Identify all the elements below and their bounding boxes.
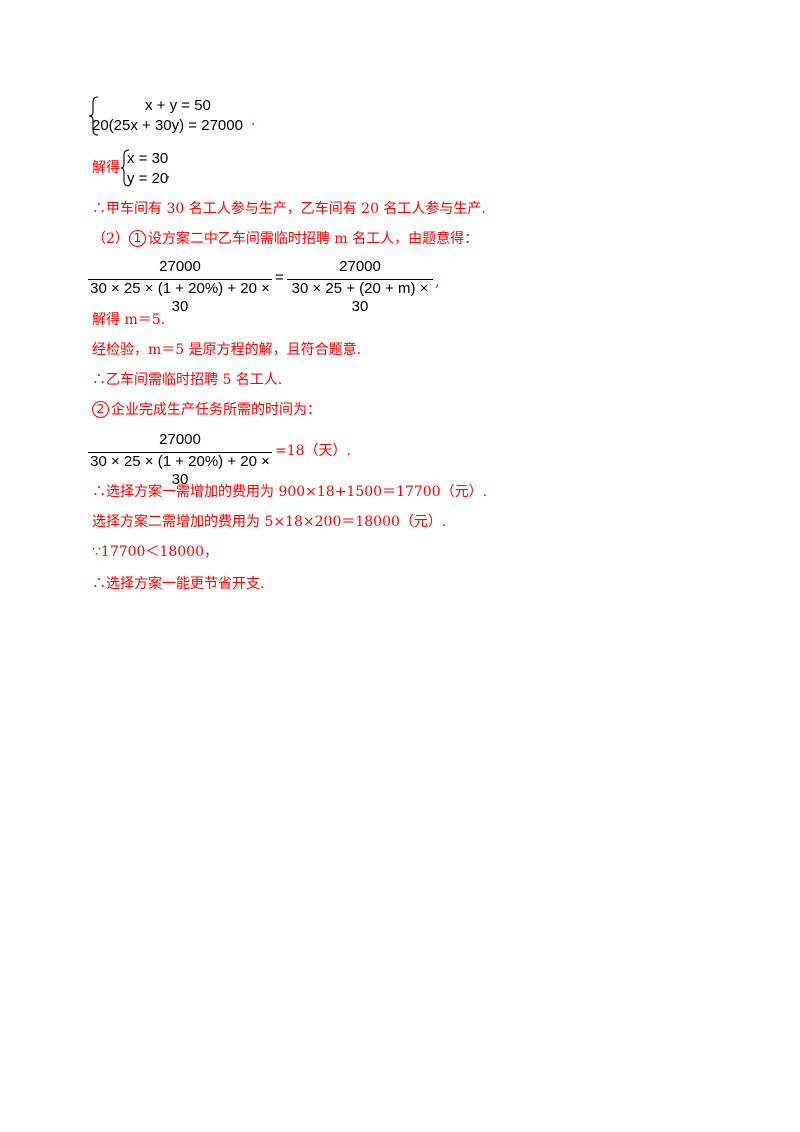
verification: 经检验，m＝5 是原方程的解，且符合题意. [92,342,362,358]
solution-end-dot: . [166,166,171,182]
left-fraction: 27000 30 × 25 × (1 + 20%) + 20 × 30 [88,258,272,315]
left-numerator: 27000 [159,258,201,275]
right-denominator: 30 × 25 + (20 + m) × 30 [291,280,429,315]
x-value: x = 30 [127,150,169,167]
part-2-label: （2） [92,231,129,247]
time-result: =18（天）. [275,443,351,459]
right-fraction: 27000 30 × 25 + (20 + m) × 30 [287,258,433,315]
cost-comparison: ∵17700＜18000， [92,544,218,560]
left-brace-icon [88,96,99,136]
conclusion-hire: ∴乙车间需临时招聘 5 名工人. [92,372,283,388]
fraction-bar [287,279,433,280]
equation-end-dot: . [251,113,256,129]
time-denominator: 30 × 25 × (1 + 20%) + 20 × 30 [90,453,270,488]
time-numerator: 27000 [159,431,201,448]
y-value: y = 20 [127,170,169,187]
solve-label: 解得 [92,160,120,176]
cost-plan-2: 选择方案二需增加的费用为 5×18×200＝18000（元）. [92,514,447,530]
solve-m: 解得 m＝5. [92,312,166,328]
circled-number-1: 1 [128,230,146,247]
equation-end-comma: , [435,274,440,290]
right-numerator: 27000 [339,258,381,275]
cost-plan-1: ∴选择方案一需增加的费用为 900×18+1500＝17700（元）. [92,484,488,500]
fraction-bar [88,279,272,280]
time-fraction: 27000 30 × 25 × (1 + 20%) + 20 × 30 [88,431,272,488]
equation-2: 20(25x + 30y) = 27000 [92,117,243,134]
fraction-bar [88,452,272,453]
part-2-text: 设方案二中乙车间需临时招聘 m 名工人，由题意得： [147,231,479,247]
equation-1: x + y = 50 [145,97,211,114]
left-brace-icon [120,149,130,187]
conclusion-workshops: ∴甲车间有 30 名工人参与生产，乙车间有 20 名工人参与生产. [92,201,486,217]
part-2b-text: 企业完成生产任务所需的时间为： [111,402,321,418]
equals-sign: = [275,269,284,286]
final-conclusion: ∴选择方案一能更节省开支. [92,576,265,592]
left-denominator: 30 × 25 × (1 + 20%) + 20 × 30 [90,280,270,315]
circled-number-2: 2 [92,401,109,418]
